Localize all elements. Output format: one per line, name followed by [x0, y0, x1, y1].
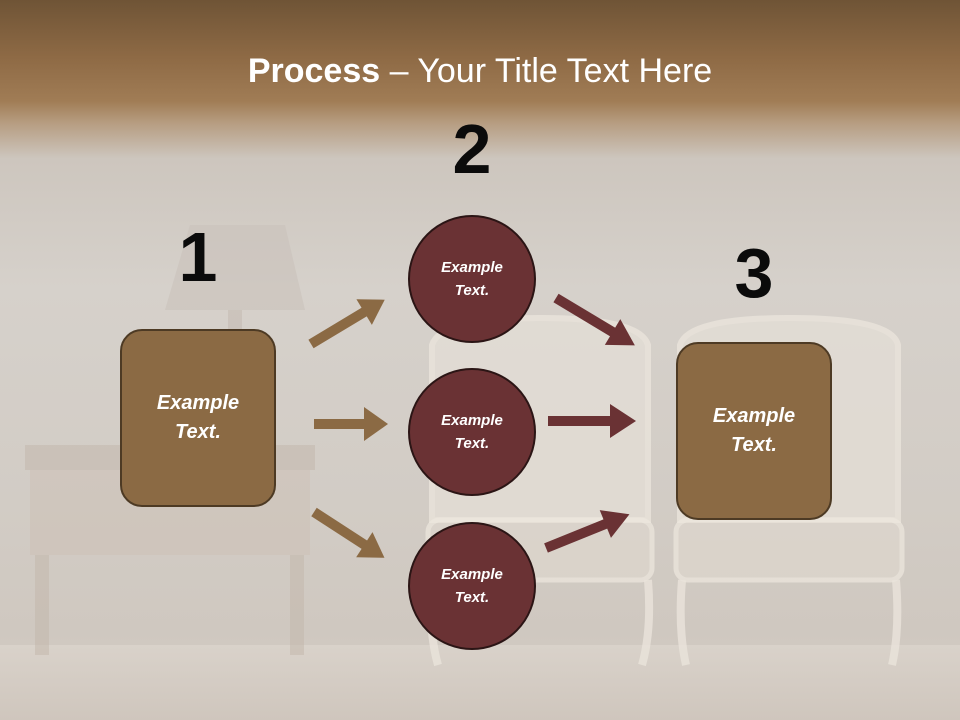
- circle-middle-text: Example Text.: [441, 412, 503, 452]
- title-rest: – Your Title Text Here: [380, 52, 713, 90]
- circle-step-2-middle: Example Text.: [408, 368, 536, 496]
- arrow-from-circle-top: [553, 293, 635, 346]
- step-number-2: 2: [452, 110, 492, 188]
- arrow-from-circle-bottom: [544, 510, 630, 553]
- arrow-left-group: [308, 299, 388, 558]
- box-step-1-text: Example Text.: [156, 392, 240, 443]
- arrow-from-circle-middle: [548, 404, 636, 438]
- box-step-1: Example Text.: [120, 329, 276, 507]
- box-step-3: Example Text.: [676, 342, 832, 520]
- arrow-to-circle-middle: [314, 407, 388, 441]
- circle-step-2-bottom: Example Text.: [408, 522, 536, 650]
- circle-top-text: Example Text.: [441, 259, 503, 299]
- circle-bottom-text: Example Text.: [441, 566, 503, 606]
- circle-step-2-top: Example Text.: [408, 215, 536, 343]
- floor: [0, 645, 960, 720]
- arrow-to-circle-top: [308, 299, 385, 349]
- step-number-3: 3: [734, 234, 774, 312]
- step-number-1: 1: [178, 218, 218, 296]
- title-bold: Process: [247, 52, 381, 90]
- slide-title: Process – Your Title Text Here: [0, 52, 960, 91]
- arrow-to-circle-bottom: [311, 507, 385, 558]
- box-step-3-text: Example Text.: [712, 405, 796, 456]
- arrow-right-group: [544, 293, 636, 553]
